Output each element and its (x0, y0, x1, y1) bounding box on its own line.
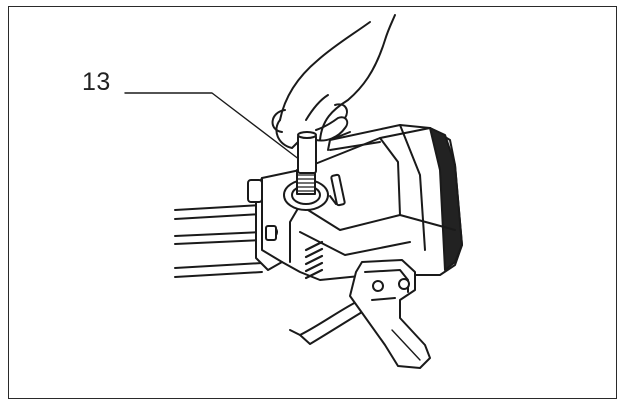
callout-label-13: 13 (82, 68, 111, 96)
tool-body (247, 124, 463, 281)
callout-leader-line (124, 92, 301, 161)
rod-socket (283, 169, 329, 211)
grip-handle-icon (349, 259, 431, 369)
rod-icon (297, 131, 317, 174)
hand-icon (271, 14, 396, 149)
boom-tubes (174, 204, 263, 278)
vent-slots (304, 240, 324, 280)
